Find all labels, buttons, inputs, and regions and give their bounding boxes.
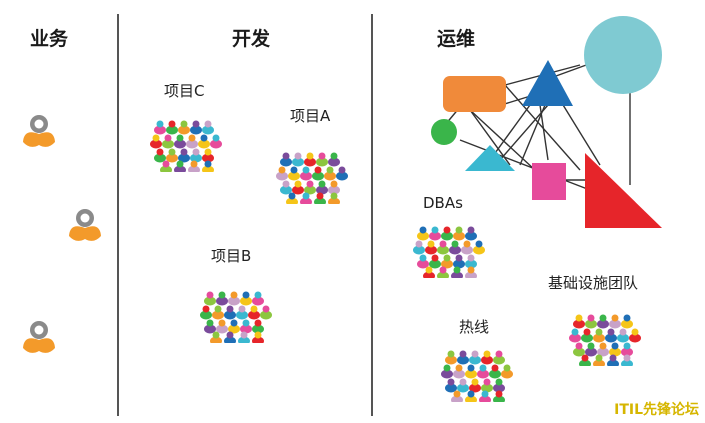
dbas-label: DBAs: [423, 194, 463, 212]
hotline-team-crowd: [441, 350, 513, 402]
column-divider-left: [117, 14, 119, 416]
teal-large-circle-shape: [584, 16, 662, 94]
project-a-label: 项目A: [290, 107, 331, 125]
project-b-label: 项目B: [211, 247, 252, 265]
project-c-label: 项目C: [164, 82, 205, 100]
cyan-triangle-shape: [465, 145, 515, 171]
operations-column-title: 运维: [437, 28, 476, 50]
business-column-title: 业务: [30, 28, 69, 50]
red-right-triangle-shape: [585, 153, 662, 228]
business-person-icon: [23, 321, 55, 353]
green-circle-shape: [431, 119, 457, 145]
project-b-team-crowd: [200, 291, 272, 343]
orange-rectangle-shape: [443, 76, 506, 112]
column-divider-right: [371, 14, 373, 416]
infrastructure-team-crowd: [569, 314, 641, 366]
blue-triangle-shape: [522, 60, 573, 106]
project-c-team-crowd: [150, 120, 222, 172]
business-person-icon: [69, 209, 101, 241]
business-person-icon: [23, 115, 55, 147]
watermark: ITIL先锋论坛: [614, 402, 699, 418]
pink-square-shape: [532, 163, 566, 200]
development-column-title: 开发: [232, 28, 271, 50]
project-a-team-crowd: [276, 152, 348, 204]
hotline-label: 热线: [459, 318, 490, 336]
infrastructure-team-label: 基础设施团队: [548, 274, 639, 292]
dbas-team-crowd: [413, 226, 485, 278]
